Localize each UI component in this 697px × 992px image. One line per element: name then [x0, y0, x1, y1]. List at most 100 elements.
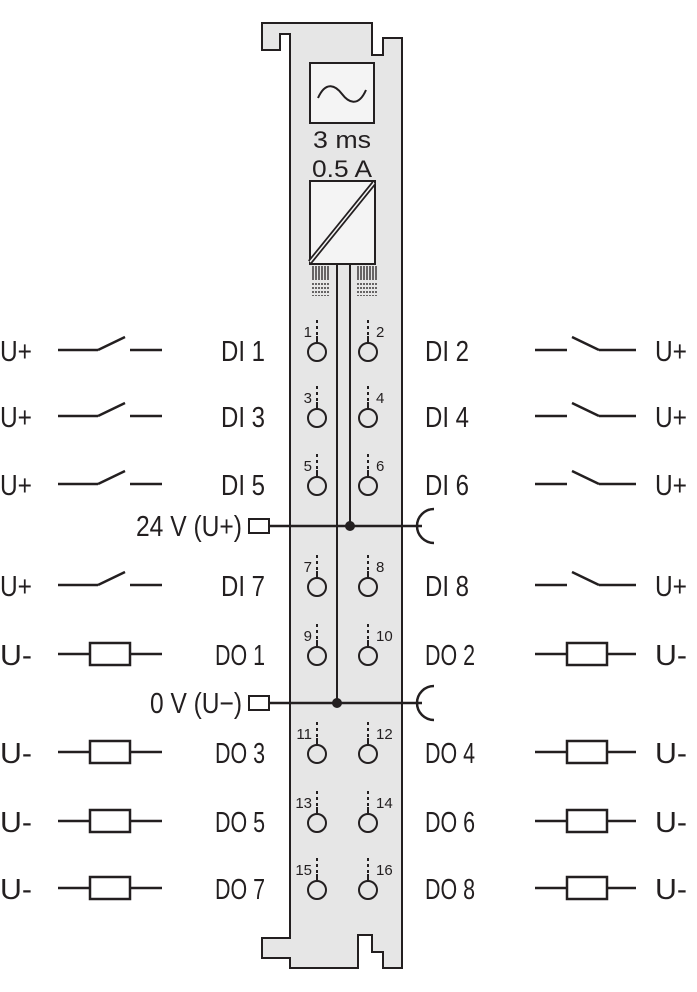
supply-label: U+ [655, 336, 687, 368]
switch-icon [58, 401, 162, 418]
channel-di6: U+DI 66 [358, 454, 687, 502]
terminal-5[interactable] [307, 454, 327, 496]
terminal-number: 8 [376, 559, 384, 576]
dc-dc-converter-icon [308, 180, 376, 265]
signal-label: DI 8 [425, 571, 469, 603]
load-resistor-icon [58, 808, 162, 834]
current-label: 0.5 A [312, 156, 372, 183]
bus-label: 0 V (U−) [150, 688, 242, 720]
terminal-14[interactable] [358, 791, 378, 833]
signal-label: DO 7 [215, 874, 265, 906]
channel-do6: U- DO 6 14 [358, 791, 687, 839]
terminal-12[interactable] [358, 722, 378, 764]
terminal-number: 4 [376, 390, 384, 407]
supply-label: U- [655, 874, 687, 906]
channel-do4: U-DO 412 [358, 722, 687, 770]
terminal-6[interactable] [358, 454, 378, 496]
terminal-7[interactable] [307, 555, 327, 597]
timing-label: 3 ms [313, 127, 371, 154]
supply-label: U- [655, 640, 687, 672]
switch-icon [535, 469, 636, 486]
signal-label: DO 2 [425, 640, 475, 672]
switch-icon [535, 570, 636, 587]
terminal-number: 1 [304, 324, 312, 341]
supply-label: U+ [655, 402, 687, 434]
terminal-number: 15 [295, 862, 312, 879]
signal-label: DI 7 [221, 571, 265, 603]
channel-di1: U+ DI 1 1 [0, 320, 327, 368]
switch-icon [535, 335, 636, 352]
channel-di3: U+ DI 3 3 [0, 386, 327, 434]
signal-label: DI 3 [221, 402, 265, 434]
load-resistor-icon [58, 875, 162, 901]
filter-symbol [309, 62, 375, 124]
channel-di4: U+DI 44 [358, 386, 687, 434]
channel-do3: U-DO 311 [0, 722, 327, 770]
bus-terminal-icon [248, 518, 270, 534]
signal-label: DO 8 [425, 874, 475, 906]
supply-label: U+ [0, 571, 32, 603]
terminal-number: 6 [376, 458, 384, 475]
terminal-10[interactable] [358, 624, 378, 666]
terminal-number: 7 [304, 559, 312, 576]
terminal-1[interactable] [307, 320, 327, 362]
supply-label: U- [655, 807, 687, 839]
terminal-15[interactable] [307, 858, 327, 900]
signal-label: DI 6 [425, 470, 469, 502]
signal-label: DI 1 [221, 336, 265, 368]
channel-do7: U- DO 7 15 [0, 858, 327, 906]
terminal-number: 16 [376, 862, 393, 879]
supply-label: U+ [0, 402, 32, 434]
junction-dot [345, 521, 355, 531]
signal-label: DI 5 [221, 470, 265, 502]
supply-label: U+ [0, 336, 32, 368]
channel-do2: U- DO 2 10 [358, 624, 687, 672]
terminal-16[interactable] [358, 858, 378, 900]
converter-pins [312, 266, 377, 296]
switch-icon [58, 469, 162, 486]
terminal-4[interactable] [358, 386, 378, 428]
terminal-number: 13 [295, 795, 312, 812]
channel-do1: U-DO 19 [0, 624, 327, 672]
bus-0v: 0 V (U−) [150, 684, 435, 722]
load-resistor-icon [535, 641, 636, 667]
load-resistor-icon [58, 641, 162, 667]
signal-label: DO 6 [425, 807, 475, 839]
supply-label: U- [0, 640, 32, 672]
terminal-3[interactable] [307, 386, 327, 428]
junction-dot [332, 698, 342, 708]
channel-di7: U+ DI 7 7 [0, 555, 327, 603]
bus-terminal-icon [248, 695, 270, 711]
channel-di2: U+ DI 2 2 [358, 320, 687, 368]
switch-icon [58, 570, 162, 587]
load-resistor-icon [58, 739, 162, 765]
terminal-2[interactable] [358, 320, 378, 362]
terminal-number: 10 [376, 628, 393, 645]
terminal-13[interactable] [307, 791, 327, 833]
channel-do8: U- DO 8 16 [358, 858, 687, 906]
switch-icon [58, 335, 162, 352]
terminal-11[interactable] [307, 722, 327, 764]
terminal-8[interactable] [358, 555, 378, 597]
supply-label: U- [0, 738, 32, 770]
supply-label: U- [0, 874, 32, 906]
channel-di8: U+ DI 8 8 [358, 555, 687, 603]
terminal-number: 3 [304, 390, 312, 407]
channel-di5: U+ DI 5 5 [0, 454, 327, 502]
terminal-number: 12 [376, 726, 393, 743]
terminal-number: 5 [304, 458, 312, 475]
signal-label: DO 1 [215, 640, 265, 672]
terminal-number: 11 [296, 726, 312, 743]
supply-label: U+ [0, 470, 32, 502]
load-resistor-icon [535, 739, 636, 765]
terminal-number: 2 [376, 324, 384, 341]
sine-filter-icon [317, 85, 367, 103]
bus-label: 24 V (U+) [136, 511, 242, 543]
supply-label: U- [655, 738, 687, 770]
terminal-number: 14 [376, 795, 393, 812]
terminal-9[interactable] [307, 624, 327, 666]
signal-label: DI 2 [425, 336, 469, 368]
switch-icon [535, 401, 636, 418]
supply-label: U+ [655, 571, 687, 603]
